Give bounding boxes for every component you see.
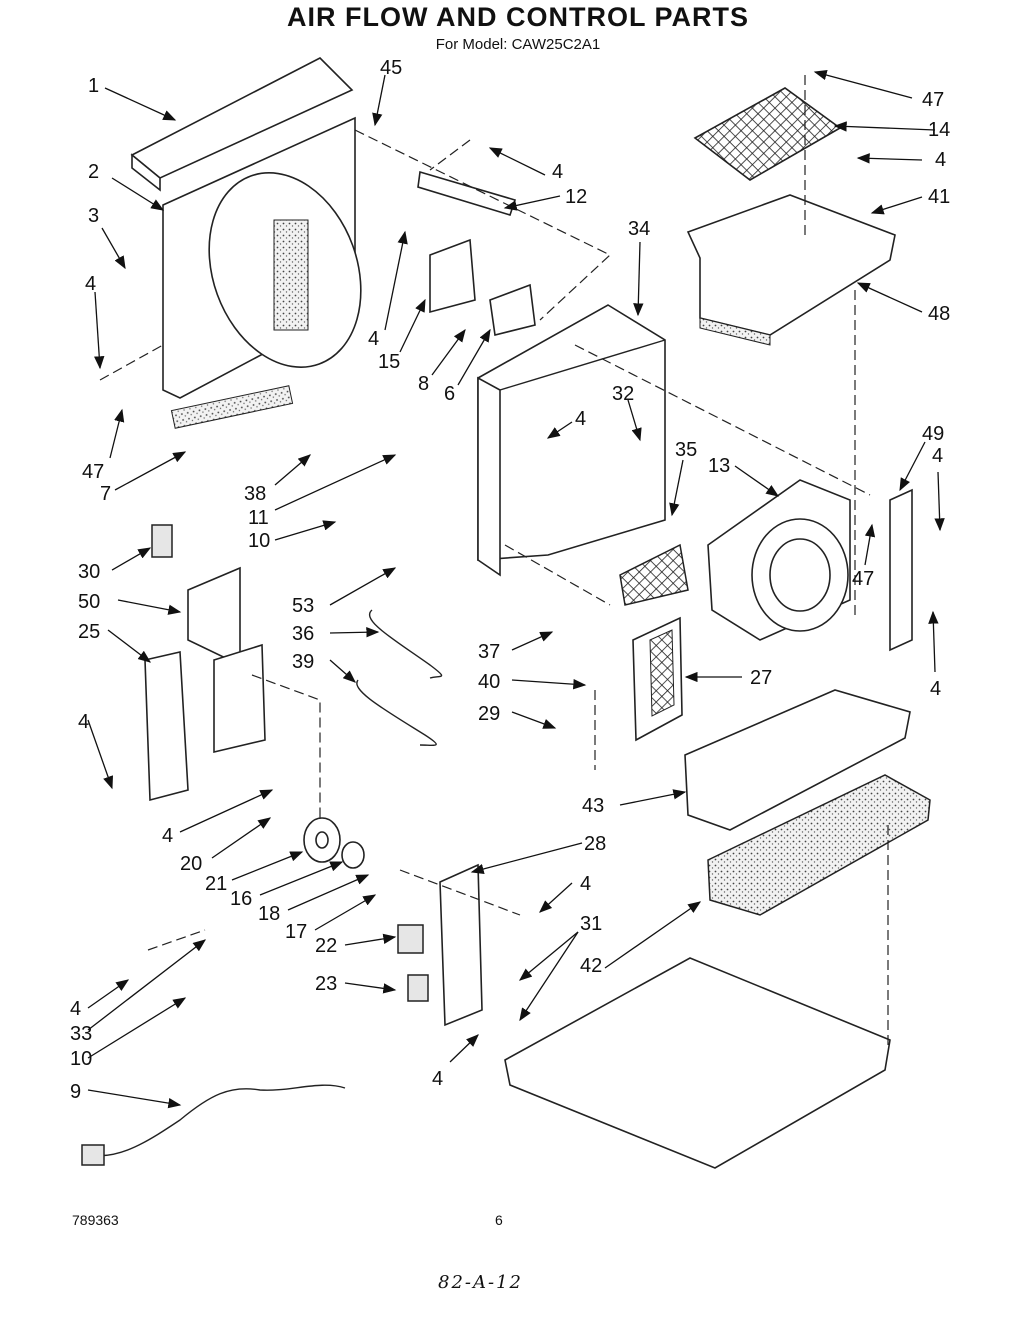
callout-4: 4 — [932, 445, 943, 467]
callout-4: 4 — [78, 711, 89, 733]
callout-53: 53 — [292, 595, 314, 617]
model-subtitle: For Model: CAW25C2A1 — [435, 36, 601, 53]
callout-7: 7 — [100, 483, 111, 505]
callout-12: 12 — [565, 186, 587, 208]
part-evaporator-housing — [477, 304, 666, 577]
part-base-pan — [504, 957, 891, 1169]
part-louver-grille — [632, 616, 683, 742]
alignment-lines — [99, 75, 889, 1050]
handwritten-code: 82-A-12 — [438, 1272, 523, 1293]
callout-38: 38 — [244, 483, 266, 505]
callout-37: 37 — [478, 641, 500, 663]
callout-10: 10 — [70, 1048, 92, 1070]
callout-33: 33 — [70, 1023, 92, 1045]
page-title: AIR FLOW AND CONTROL PARTS — [287, 2, 749, 32]
callout-4: 4 — [368, 328, 379, 350]
part-filter-top — [693, 87, 842, 181]
part-control-bracket — [187, 566, 241, 667]
callout-23: 23 — [315, 973, 337, 995]
callout-4: 4 — [580, 873, 591, 895]
callout-8: 8 — [418, 373, 429, 395]
part-switch — [397, 924, 424, 954]
part-gasket-strip — [170, 385, 294, 429]
callout-41: 41 — [928, 186, 950, 208]
leader-arrows — [87, 70, 945, 1109]
part-motor-mount — [429, 238, 536, 336]
part-power-cord — [89, 1084, 346, 1157]
callout-16: 16 — [230, 888, 252, 910]
part-top-cover — [130, 57, 354, 192]
callout-3: 3 — [88, 205, 99, 227]
part-blower-wheel — [707, 479, 851, 641]
part-damper-door — [619, 543, 689, 606]
callout-34: 34 — [628, 218, 650, 240]
callout-11: 11 — [248, 507, 269, 529]
part-control-knob — [303, 817, 365, 869]
callout-30: 30 — [78, 561, 100, 583]
callout-35: 35 — [675, 439, 697, 461]
callout-4: 4 — [552, 161, 563, 183]
callout-18: 18 — [258, 903, 280, 925]
callout-50: 50 — [78, 591, 100, 613]
callout-21: 21 — [205, 873, 227, 895]
part-base-insulation — [707, 774, 931, 916]
callout-47: 47 — [922, 89, 944, 111]
part-thermostat — [407, 974, 429, 1002]
part-orifice-bracket — [417, 170, 517, 216]
callout-47: 47 — [82, 461, 104, 483]
part-side-bracket — [889, 488, 913, 652]
callout-15: 15 — [378, 351, 400, 373]
callout-10: 10 — [248, 530, 270, 552]
part-switch-bracket — [439, 863, 483, 1027]
part-side-plate — [144, 651, 189, 802]
callout-6: 6 — [444, 383, 455, 405]
page-number: 6 — [495, 1212, 503, 1228]
part-wire-rod-b — [356, 679, 437, 746]
callout-40: 40 — [478, 671, 500, 693]
callout-42: 42 — [580, 955, 602, 977]
callout-17: 17 — [285, 921, 307, 943]
callout-49: 49 — [922, 423, 944, 445]
part-plug — [81, 1144, 105, 1166]
callout-20: 20 — [180, 853, 202, 875]
callout-25: 25 — [78, 621, 100, 643]
callout-4: 4 — [930, 678, 941, 700]
part-connector — [151, 524, 173, 558]
callout-4: 4 — [935, 149, 946, 171]
callout-39: 39 — [292, 651, 314, 673]
callout-4: 4 — [575, 408, 586, 430]
part-wire-rod-a — [369, 609, 443, 679]
callout-4: 4 — [432, 1068, 443, 1090]
callout-1: 1 — [88, 75, 99, 97]
callout-22: 22 — [315, 935, 337, 957]
part-control-box — [213, 643, 266, 754]
callout-43: 43 — [582, 795, 604, 817]
callout-47: 47 — [852, 568, 874, 590]
callout-4: 4 — [85, 273, 96, 295]
callout-labels: 1 45 2 3 4 47 7 4 12 4 15 8 6 38 11 10 3… — [70, 57, 950, 1103]
part-drain-pan — [684, 689, 911, 831]
callout-13: 13 — [708, 455, 730, 477]
part-top-panel — [686, 194, 896, 346]
callout-4: 4 — [70, 998, 81, 1020]
part-front-shroud — [162, 116, 362, 399]
callout-45: 45 — [380, 57, 402, 79]
callout-29: 29 — [478, 703, 500, 725]
document-number: 789363 — [72, 1212, 119, 1228]
callout-27: 27 — [750, 667, 772, 689]
callout-2: 2 — [88, 161, 99, 183]
callout-9: 9 — [70, 1081, 81, 1103]
callout-32: 32 — [612, 383, 634, 405]
callout-28: 28 — [584, 833, 606, 855]
callout-48: 48 — [928, 303, 950, 325]
callout-14: 14 — [928, 119, 950, 141]
callout-31: 31 — [580, 913, 602, 935]
callout-36: 36 — [292, 623, 314, 645]
callout-4: 4 — [162, 825, 173, 847]
